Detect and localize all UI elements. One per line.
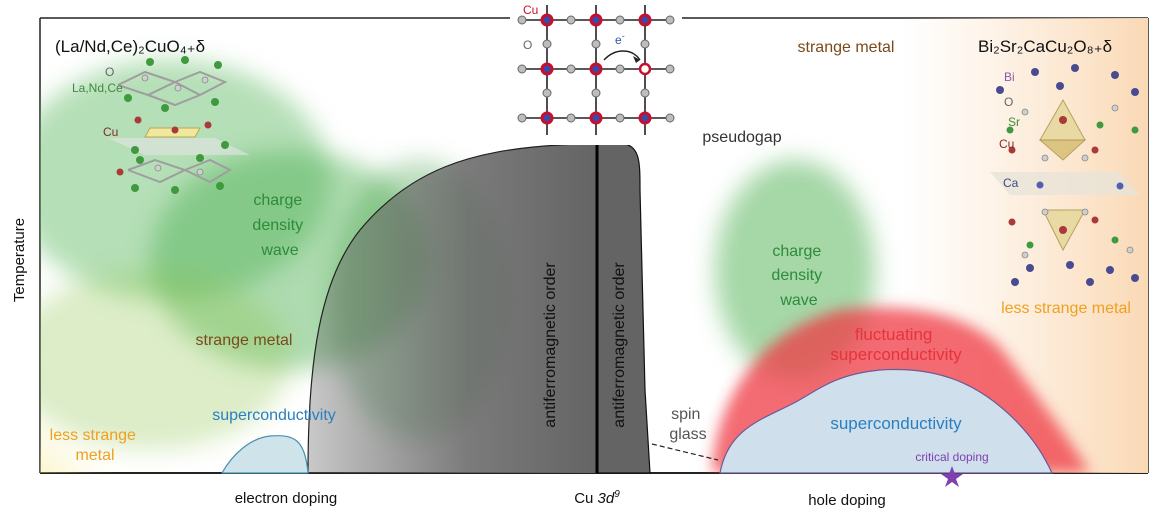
afm-dome-left xyxy=(308,143,597,473)
atom-label-o-left: O xyxy=(105,65,114,79)
atom-label-cu-right: Cu xyxy=(999,137,1014,151)
spin-glass-label: spin glass xyxy=(669,406,706,443)
x-label-hole: hole doping xyxy=(808,492,886,509)
sc-label-right: superconductivity xyxy=(830,414,962,433)
lattice-cu-label: Cu xyxy=(523,3,538,17)
lattice-electron-label: e- xyxy=(615,31,625,47)
sc-dome-right xyxy=(719,368,1053,474)
electron-hop-arrow xyxy=(603,50,641,61)
atom-label-sr: Sr xyxy=(1008,115,1020,129)
lattice-o-label: O xyxy=(523,38,532,52)
critical-doping-star xyxy=(941,466,963,487)
right-crystal-structure xyxy=(990,64,1140,286)
y-axis-label: Temperature xyxy=(11,218,28,302)
strange-metal-label-right: strange metal xyxy=(798,39,895,56)
sc-dome-left xyxy=(220,435,309,474)
afm-label-right: antiferromagnetic order xyxy=(611,262,628,428)
spin-glass-line xyxy=(651,443,719,461)
atom-label-ca: Ca xyxy=(1003,176,1019,190)
sc-label-left: superconductivity xyxy=(212,407,336,424)
cuo2-lattice-inset xyxy=(510,0,682,145)
less-strange-region-left xyxy=(40,395,130,473)
strange-metal-label-left: strange metal xyxy=(196,332,293,349)
afm-label-left: antiferromagnetic order xyxy=(542,262,559,428)
atom-label-o-right: O xyxy=(1004,95,1013,109)
x-label-cu3d9: Cu 3d9 xyxy=(574,489,620,507)
atom-label-bi: Bi xyxy=(1004,70,1015,84)
less-strange-label-left: less strange metal xyxy=(50,427,141,464)
x-label-electron: electron doping xyxy=(235,490,338,507)
hole-site xyxy=(638,62,652,76)
cdw-label-left: charge density wave xyxy=(252,192,307,259)
fluctuating-sc-label: fluctuating superconductivity xyxy=(830,325,962,364)
critical-doping-label: critical doping xyxy=(915,450,988,464)
right-formula: Bi₂Sr₂CaCu₂O₈₊δ xyxy=(978,37,1112,56)
less-strange-label-right: less strange metal xyxy=(1001,300,1131,317)
cdw-label-right: charge density wave xyxy=(771,243,826,309)
atom-label-cu-left: Cu xyxy=(103,125,118,139)
atom-label-la-nd-ce: La,Nd,Ce xyxy=(72,81,123,95)
left-crystal-structure xyxy=(108,56,250,194)
pseudogap-label: pseudogap xyxy=(702,129,781,146)
left-formula: (La/Nd,Ce)₂CuO₄₊δ xyxy=(55,37,205,56)
